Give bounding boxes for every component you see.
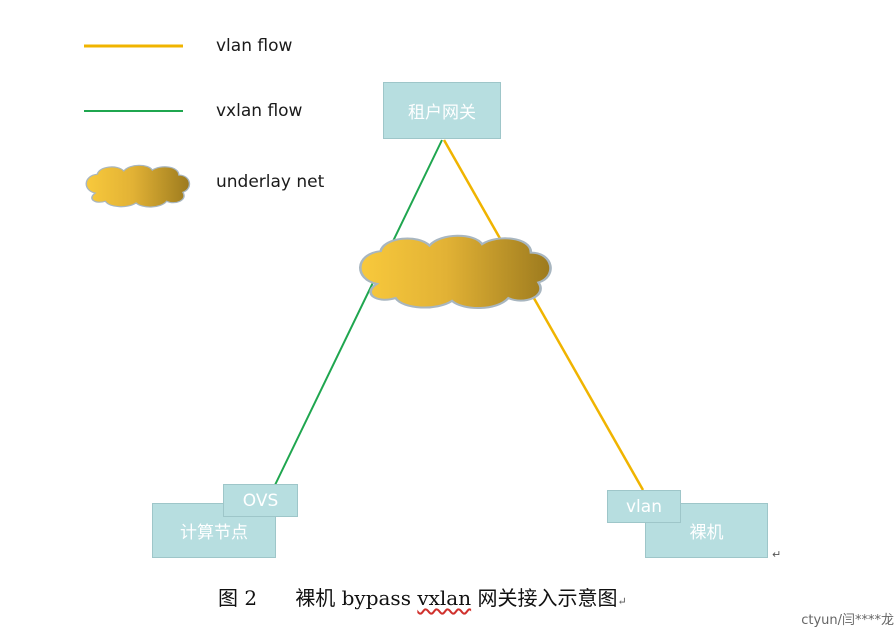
legend-vlan-label: vlan flow xyxy=(216,36,293,56)
caption-underlined-word: vxlan xyxy=(417,586,472,610)
ovs-port: OVS xyxy=(223,484,298,517)
caption-text-before: 裸机 bypass xyxy=(295,586,418,610)
figure-number: 图 2 xyxy=(218,586,258,610)
legend-underlay-cloud xyxy=(85,164,191,208)
vlan-flow-line xyxy=(442,139,645,491)
watermark: ctyun/闫****龙 xyxy=(801,613,894,628)
vxlan-flow-line xyxy=(274,139,443,486)
caption-text-after: 网关接入示意图 xyxy=(471,586,618,610)
tenant-gateway-node: 租户网关 xyxy=(383,82,501,139)
legend-underlay-label: underlay net xyxy=(216,172,325,192)
caption-paragraph-mark: ↵ xyxy=(617,595,627,608)
paragraph-mark: ↵ xyxy=(772,548,782,561)
underlay-cloud xyxy=(359,234,552,310)
vlan-port: vlan xyxy=(607,490,681,523)
figure-caption: 图 2 裸机 bypass vxlan 网关接入示意图↵ xyxy=(218,582,627,611)
legend-vxlan-label: vxlan flow xyxy=(216,101,303,121)
